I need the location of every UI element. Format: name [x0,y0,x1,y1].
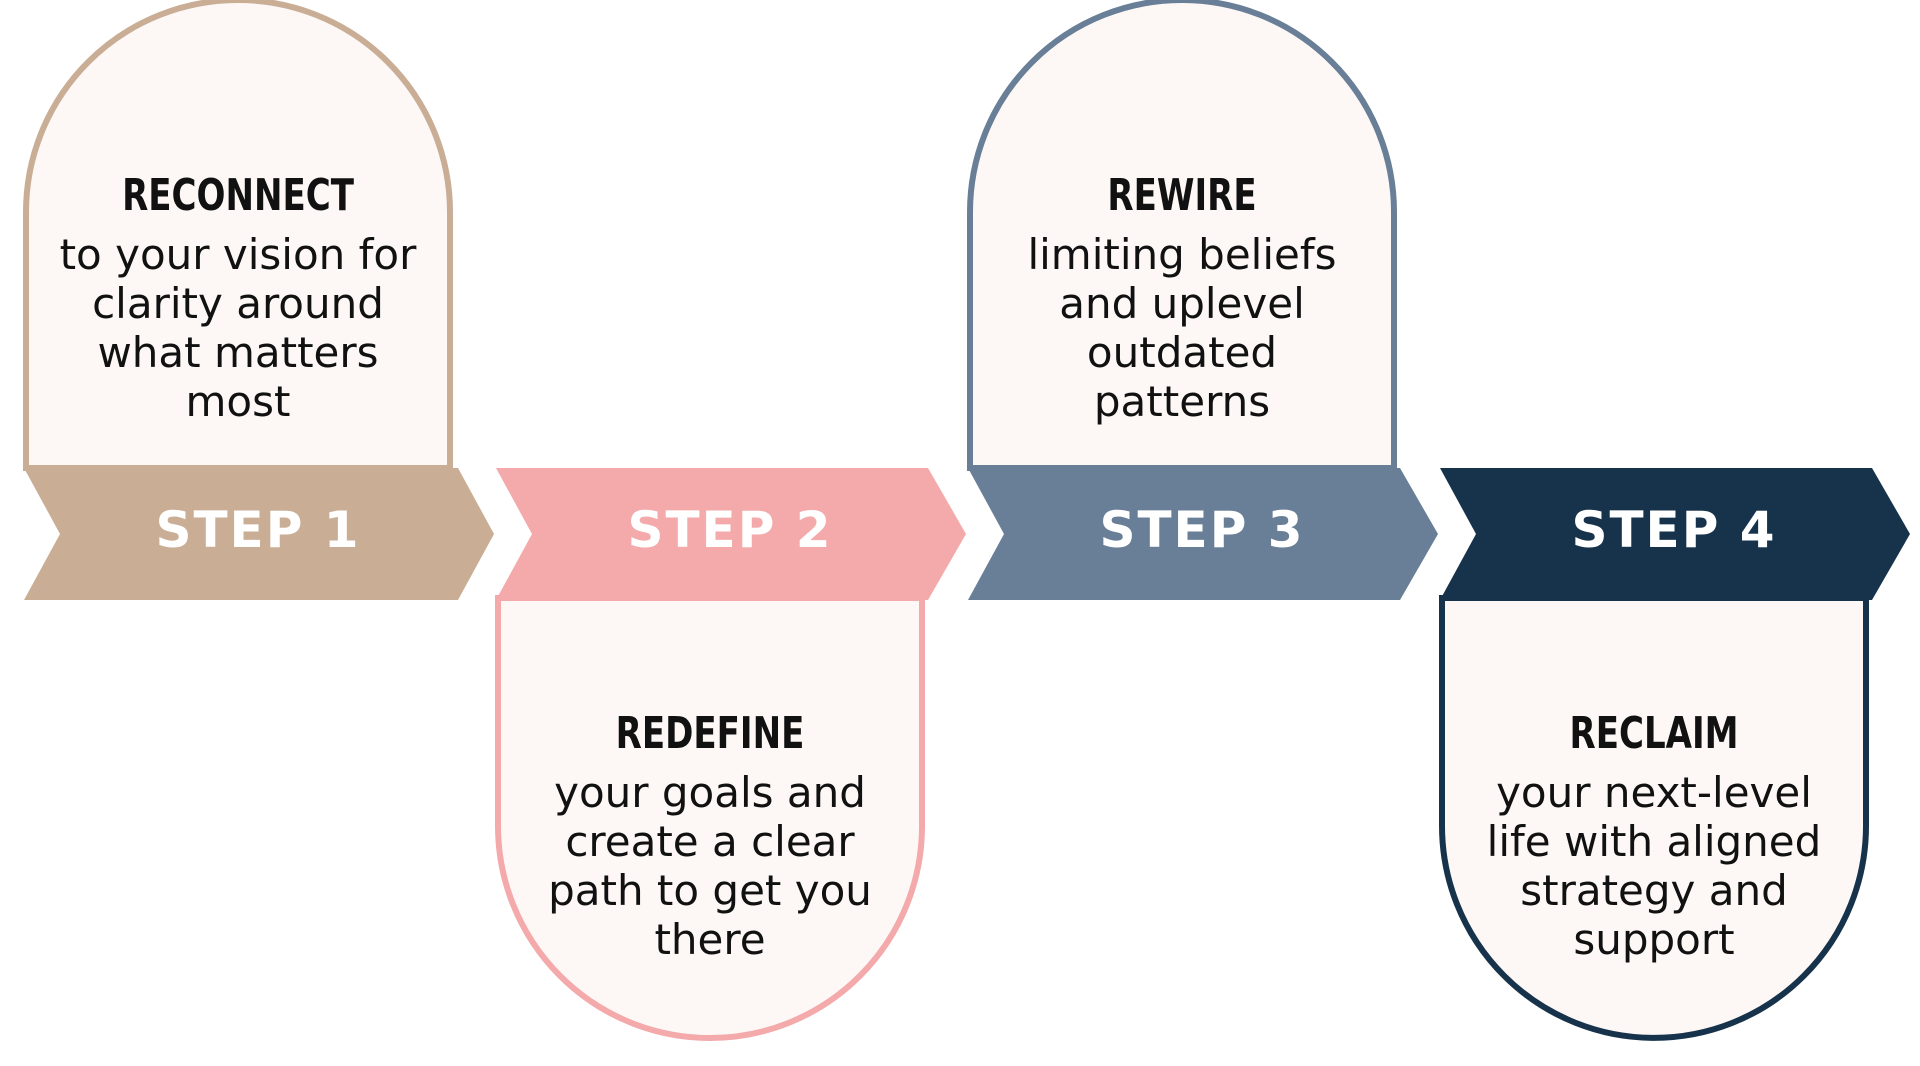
step-3-description: limiting beliefs and uplevel outdated pa… [970,230,1394,426]
step-3-card [967,0,1397,471]
step-4-text: RECLAIM your next-level life with aligne… [1442,708,1866,964]
step-1-arrow [24,468,494,600]
step-2-line: your goals and [554,768,866,817]
step-1-heading: RECONNECT [122,170,354,221]
step-3-text: REWIRE limiting beliefs and uplevel outd… [970,170,1394,426]
step-1-card [23,0,453,471]
step-3-label: STEP 3 [1099,501,1305,559]
step-1-line: to your vision for [59,230,417,279]
step-2-line: there [654,915,766,964]
step-3-line: limiting beliefs [1027,230,1337,279]
step-4-description: your next-level life with aligned strate… [1442,768,1866,964]
step-4-arrow [1440,468,1910,600]
step-1-line: most [185,377,291,426]
step-4-card [1439,595,1869,1041]
step-4-heading: RECLAIM [1569,708,1739,759]
step-2-line: path to get you [548,866,872,915]
step-2-description: your goals and create a clear path to ge… [498,768,922,964]
step-1-line: what matters [97,328,379,377]
step-2-heading: REDEFINE [615,708,805,759]
step-4-line: support [1573,915,1735,964]
step-4-label: STEP 4 [1571,501,1777,559]
step-3-arrow [968,468,1438,600]
step-2-arrow [496,468,966,600]
step-4-line: life with aligned [1486,817,1822,866]
step-4-line: strategy and [1520,866,1788,915]
step-4-line: your next-level [1496,768,1812,817]
step-1-description: to your vision for clarity around what m… [26,230,450,426]
step-3-line: patterns [1093,377,1271,426]
step-2-card [495,595,925,1041]
step-2-text: REDEFINE your goals and create a clear p… [498,708,922,964]
step-1-text: RECONNECT to your vision for clarity aro… [26,170,450,426]
step-1-label: STEP 1 [155,501,361,559]
step-2-line: create a clear [565,817,855,866]
step-3-heading: REWIRE [1107,170,1257,221]
step-1-line: clarity around [92,279,384,328]
step-3-line: outdated [1086,328,1278,377]
step-2-label: STEP 2 [627,501,833,559]
step-3-line: and uplevel [1059,279,1305,328]
